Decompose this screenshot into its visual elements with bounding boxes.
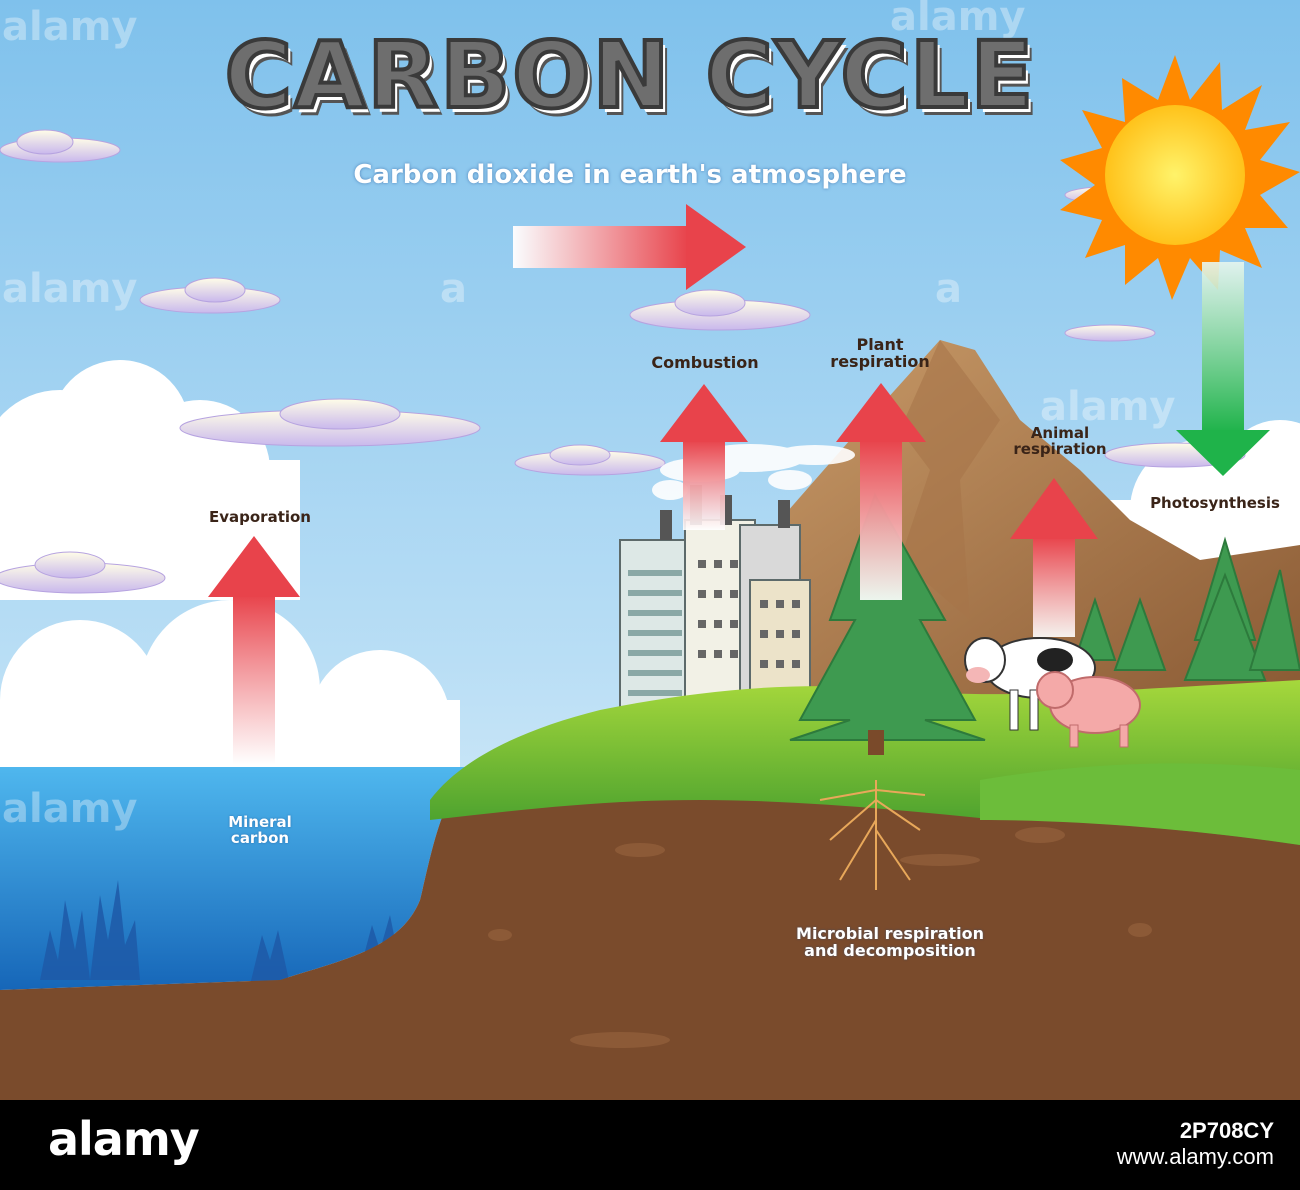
evaporation-arrow-icon bbox=[208, 536, 300, 765]
svg-text:a: a bbox=[935, 266, 962, 312]
plant-respiration-arrow-icon bbox=[836, 383, 926, 600]
label-combustion: Combustion bbox=[651, 353, 759, 372]
watermark-info: 2P708CY www.alamy.com bbox=[1117, 1118, 1274, 1170]
image-watermarks: alamy alamy alamy alamy alamy a a bbox=[2, 0, 1175, 832]
svg-text:alamy: alamy bbox=[2, 786, 137, 832]
svg-text:alamy: alamy bbox=[2, 4, 137, 50]
label-photosynthesis: Photosynthesis bbox=[1150, 494, 1280, 512]
watermark-strip bbox=[0, 1100, 1300, 1190]
photosynthesis-arrow-icon bbox=[1176, 262, 1270, 476]
label-evaporation: Evaporation bbox=[208, 508, 311, 526]
sun-icon bbox=[1060, 55, 1300, 300]
label-microbial-line2: and decomposition bbox=[804, 940, 976, 960]
site-url: www.alamy.com bbox=[1116, 1144, 1274, 1169]
roots bbox=[819, 780, 926, 890]
combustion-arrow-icon bbox=[660, 384, 748, 530]
label-microbial-line1: Microbial respiration bbox=[796, 924, 984, 943]
alamy-logo: alamy bbox=[48, 1112, 200, 1166]
soil-spots bbox=[488, 827, 1152, 1048]
diagram-subtitle: Carbon dioxide in earth's atmosphere bbox=[353, 160, 907, 190]
label-animal-respiration-line2: respiration bbox=[1013, 439, 1107, 458]
trees bbox=[789, 492, 1300, 755]
label-animal-respiration: Animal respiration bbox=[995, 424, 1125, 458]
svg-text:alamy: alamy bbox=[2, 266, 137, 312]
atmosphere-arrow-icon bbox=[513, 204, 746, 290]
page-title: CARBON CYCLE bbox=[223, 20, 1036, 131]
svg-text:alamy: alamy bbox=[890, 0, 1025, 40]
label-animal-respiration-line1: Animal bbox=[1030, 424, 1090, 442]
soil bbox=[0, 767, 1300, 1100]
carbon-cycle-scene: alamy alamy alamy alamy alamy a a bbox=[0, 0, 1300, 1100]
label-mineral-carbon-line2: carbon bbox=[230, 828, 290, 847]
label-plant-respiration-line1: Plant bbox=[856, 335, 904, 354]
svg-text:a: a bbox=[440, 266, 467, 312]
label-mineral-carbon-line1: Mineral bbox=[228, 813, 292, 831]
label-mineral-carbon: Mineral carbon bbox=[200, 813, 320, 847]
label-plant-respiration-line2: respiration bbox=[830, 351, 930, 371]
label-plant-respiration: Plant respiration bbox=[815, 335, 945, 371]
svg-text:alamy: alamy bbox=[1040, 384, 1175, 430]
pig-icon bbox=[1036, 671, 1141, 748]
animal-respiration-arrow-icon bbox=[1010, 478, 1098, 637]
image-id: 2P708CY bbox=[1179, 1118, 1274, 1143]
label-microbial-respiration: Microbial respiration and decomposition bbox=[770, 924, 1010, 960]
